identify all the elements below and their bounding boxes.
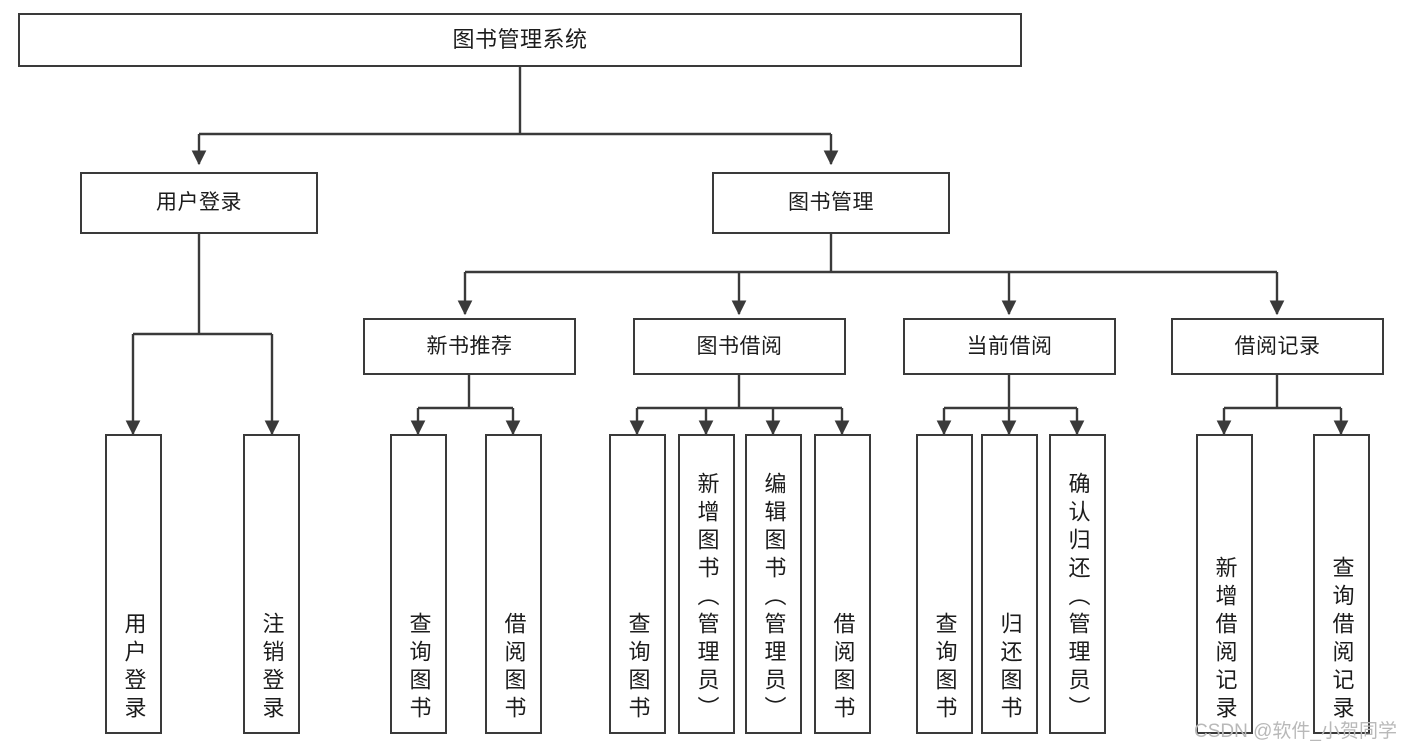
leaf-query-book-1[interactable]: 查询图书 [390, 434, 447, 734]
node-label: 图书管理 [788, 191, 874, 215]
node-label: 借阅图书 [830, 612, 856, 724]
node-label: 查询图书 [406, 612, 432, 724]
node-book-management[interactable]: 图书管理 [712, 172, 950, 234]
node-book-borrowing[interactable]: 图书借阅 [633, 318, 846, 375]
node-label: 图书管理系统 [452, 26, 588, 52]
leaf-edit-book-admin[interactable]: 编辑图书（管理员） [745, 434, 802, 734]
leaf-return-book[interactable]: 归还图书 [981, 434, 1038, 734]
leaf-logout[interactable]: 注销登录 [243, 434, 300, 734]
leaf-add-book-admin[interactable]: 新增图书（管理员） [678, 434, 735, 734]
node-label: 查询图书 [625, 612, 651, 724]
leaf-borrow-book-2[interactable]: 借阅图书 [814, 434, 871, 734]
node-label: 用户登录 [156, 191, 242, 215]
node-label: 新增图书（管理员） [694, 472, 720, 724]
node-label: 图书借阅 [696, 334, 783, 358]
node-label: 注销登录 [259, 612, 285, 724]
node-label: 查询图书 [932, 612, 958, 724]
node-label: 当前借阅 [966, 334, 1053, 358]
leaf-borrow-book-1[interactable]: 借阅图书 [485, 434, 542, 734]
node-label: 新增借阅记录 [1212, 556, 1238, 724]
node-label: 归还图书 [997, 612, 1023, 724]
node-label: 编辑图书（管理员） [761, 472, 787, 724]
node-new-book-recommendation[interactable]: 新书推荐 [363, 318, 576, 375]
node-current-borrowing[interactable]: 当前借阅 [903, 318, 1116, 375]
node-label: 确认归还（管理员） [1065, 472, 1091, 724]
leaf-user-login[interactable]: 用户登录 [105, 434, 162, 734]
node-borrowing-records[interactable]: 借阅记录 [1171, 318, 1384, 375]
node-user-login[interactable]: 用户登录 [80, 172, 318, 234]
node-label: 新书推荐 [426, 334, 513, 358]
node-label: 查询借阅记录 [1329, 556, 1355, 724]
leaf-query-book-3[interactable]: 查询图书 [916, 434, 973, 734]
node-label: 借阅记录 [1234, 334, 1321, 358]
node-label: 借阅图书 [501, 612, 527, 724]
leaf-add-borrow-record[interactable]: 新增借阅记录 [1196, 434, 1253, 734]
leaf-query-borrow-record[interactable]: 查询借阅记录 [1313, 434, 1370, 734]
node-label: 用户登录 [121, 612, 147, 724]
leaf-query-book-2[interactable]: 查询图书 [609, 434, 666, 734]
node-root-book-management-system[interactable]: 图书管理系统 [18, 13, 1022, 67]
leaf-confirm-return-admin[interactable]: 确认归还（管理员） [1049, 434, 1106, 734]
